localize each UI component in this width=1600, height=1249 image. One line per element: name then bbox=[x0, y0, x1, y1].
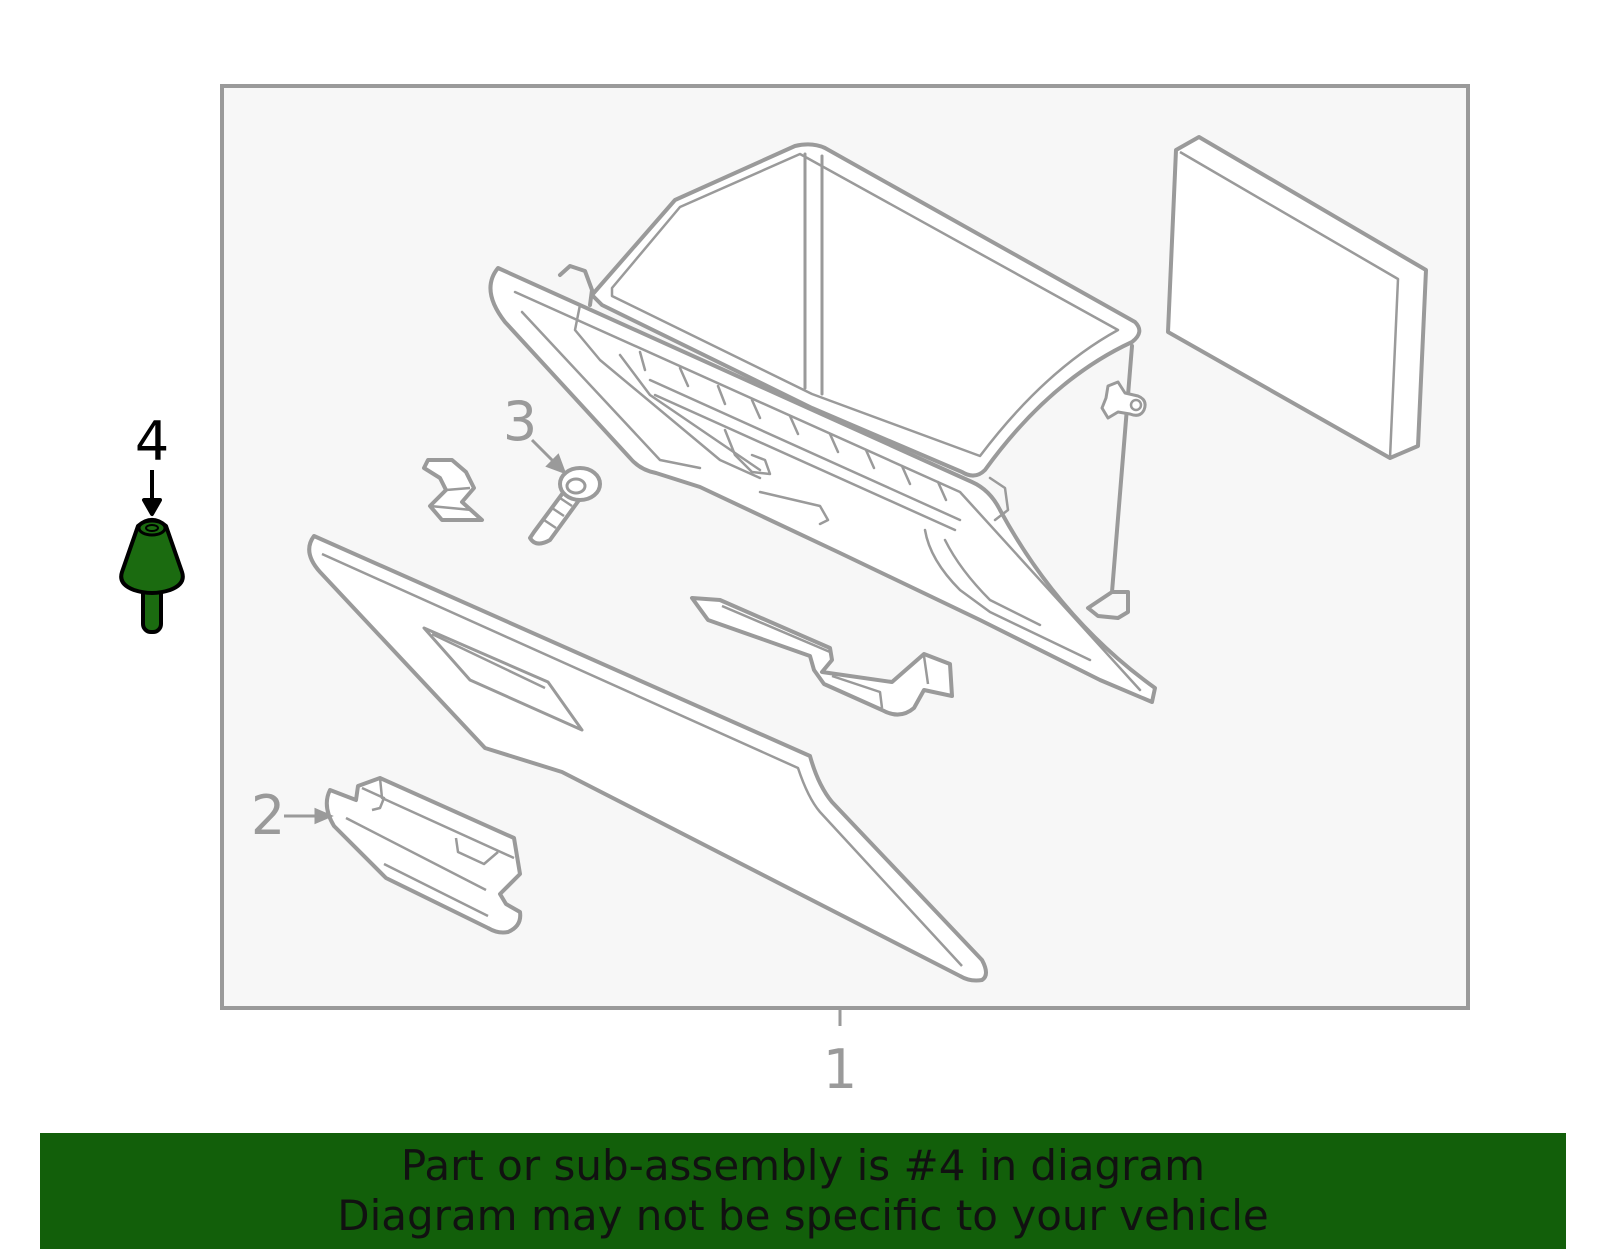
callout-arrows bbox=[284, 438, 567, 825]
rear-cover-panel bbox=[1166, 135, 1428, 460]
banner-line-part-number: Part or sub-assembly is #4 in diagram bbox=[400, 1141, 1206, 1190]
callout-4-label: 4 bbox=[135, 410, 169, 473]
callout-1-label: 1 bbox=[823, 1038, 857, 1101]
glove-box-door bbox=[307, 534, 988, 983]
banner-line-disclaimer: Diagram may not be specific to your vehi… bbox=[337, 1191, 1269, 1240]
retaining-clip bbox=[422, 458, 484, 522]
glove-box-bin bbox=[488, 142, 1157, 704]
info-banner: Part or sub-assembly is #4 in diagram Di… bbox=[40, 1133, 1566, 1249]
latch-bracket bbox=[690, 596, 954, 717]
callout-4-arrowhead bbox=[142, 498, 162, 516]
callout-2-label: 2 bbox=[251, 784, 285, 847]
callout-3-label: 3 bbox=[503, 390, 537, 453]
screw-part-3 bbox=[528, 466, 602, 546]
highlighted-bumper-part-4 bbox=[119, 470, 185, 634]
